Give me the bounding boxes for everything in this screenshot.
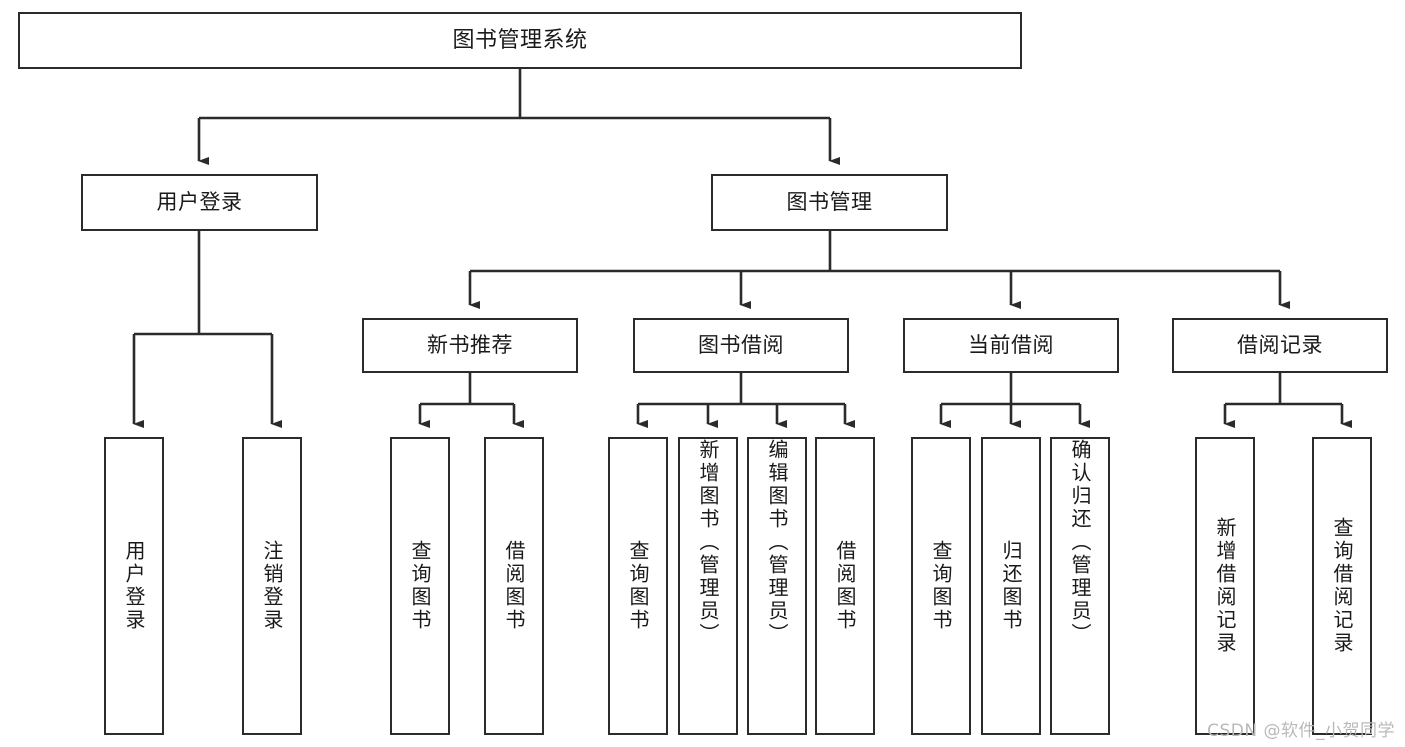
node-borrow-record[interactable]: 借阅记录 bbox=[1172, 318, 1388, 373]
leaf-add-record-label: 新增借阅记录 bbox=[1213, 517, 1237, 655]
node-book-borrow[interactable]: 图书借阅 bbox=[633, 318, 849, 373]
leaf-borrow-book-1-label: 借阅图书 bbox=[502, 540, 526, 632]
leaf-return-book-label: 归还图书 bbox=[999, 540, 1023, 632]
leaf-add-book[interactable]: 新增图书（管理员） bbox=[678, 437, 738, 735]
leaf-borrow-book-2[interactable]: 借阅图书 bbox=[815, 437, 875, 735]
leaf-query-book-3[interactable]: 查询图书 bbox=[911, 437, 971, 735]
node-book-manage[interactable]: 图书管理 bbox=[711, 174, 948, 231]
leaf-borrow-book-2-label: 借阅图书 bbox=[833, 540, 857, 632]
leaf-logout-label: 注销登录 bbox=[260, 540, 284, 632]
leaf-return-book[interactable]: 归还图书 bbox=[981, 437, 1041, 735]
leaf-query-record[interactable]: 查询借阅记录 bbox=[1312, 437, 1372, 735]
leaf-query-book-1[interactable]: 查询图书 bbox=[390, 437, 450, 735]
leaf-query-book-2-label: 查询图书 bbox=[626, 540, 650, 632]
node-book-manage-label: 图书管理 bbox=[786, 190, 873, 215]
leaf-confirm-return[interactable]: 确认归还（管理员） bbox=[1050, 437, 1110, 735]
node-user-login-label: 用户登录 bbox=[156, 190, 243, 215]
leaf-edit-book-label: 编辑图书（管理员） bbox=[765, 439, 789, 646]
node-book-borrow-label: 图书借阅 bbox=[698, 333, 784, 358]
node-root[interactable]: 图书管理系统 bbox=[18, 12, 1022, 69]
leaf-query-book-2[interactable]: 查询图书 bbox=[608, 437, 668, 735]
leaf-query-record-label: 查询借阅记录 bbox=[1330, 517, 1354, 655]
leaf-logout[interactable]: 注销登录 bbox=[242, 437, 302, 735]
leaf-confirm-return-label: 确认归还（管理员） bbox=[1068, 439, 1092, 646]
node-new-book-rec-label: 新书推荐 bbox=[427, 333, 513, 358]
leaf-borrow-book-1[interactable]: 借阅图书 bbox=[484, 437, 544, 735]
leaf-user-login-label: 用户登录 bbox=[122, 540, 146, 632]
node-borrow-record-label: 借阅记录 bbox=[1237, 333, 1323, 358]
node-current-borrow[interactable]: 当前借阅 bbox=[903, 318, 1119, 373]
node-root-label: 图书管理系统 bbox=[452, 27, 588, 53]
node-user-login[interactable]: 用户登录 bbox=[81, 174, 318, 231]
leaf-add-record[interactable]: 新增借阅记录 bbox=[1195, 437, 1255, 735]
leaf-user-login[interactable]: 用户登录 bbox=[104, 437, 164, 735]
leaf-query-book-3-label: 查询图书 bbox=[929, 540, 953, 632]
node-current-borrow-label: 当前借阅 bbox=[968, 333, 1054, 358]
leaf-add-book-label: 新增图书（管理员） bbox=[696, 439, 720, 646]
leaf-edit-book[interactable]: 编辑图书（管理员） bbox=[747, 437, 807, 735]
node-new-book-rec[interactable]: 新书推荐 bbox=[362, 318, 578, 373]
csdn-watermark: CSDN @软件_小贺同学 bbox=[1207, 721, 1395, 741]
leaf-query-book-1-label: 查询图书 bbox=[408, 540, 432, 632]
